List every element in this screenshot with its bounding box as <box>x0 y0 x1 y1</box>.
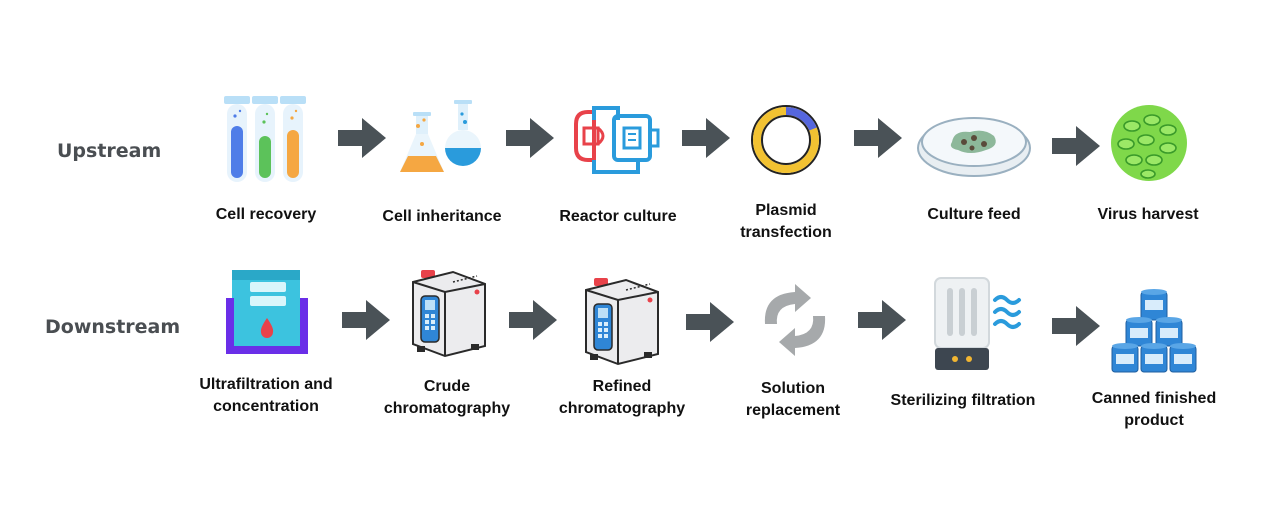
flow-arrow <box>509 300 557 340</box>
petri-dish-icon <box>917 117 1031 177</box>
ultrafiltration-icon <box>226 270 308 354</box>
exchange-arrows-icon <box>764 284 826 356</box>
step-label: Ultrafiltration and concentration <box>199 376 333 415</box>
step-label: Virus harvest <box>1097 206 1199 223</box>
flasks-icon <box>400 100 481 172</box>
flow-arrow <box>1052 306 1100 346</box>
stacked-cans-icon <box>1111 289 1197 373</box>
flow-arrow <box>686 302 734 342</box>
bioreactor-icon <box>574 106 660 174</box>
step-label: Cell inheritance <box>382 208 502 225</box>
flow-arrow <box>682 118 730 158</box>
flow-arrow <box>338 118 386 158</box>
step-label: Crude chromatography <box>383 378 511 417</box>
flow-arrow <box>506 118 554 158</box>
chromatography-machine-icon <box>585 278 659 366</box>
step-label: Refined chromatography <box>558 378 686 417</box>
step-label: Sterilizing filtration <box>890 392 1036 409</box>
step-label: Cell recovery <box>215 206 317 223</box>
step-label: Solution replacement <box>745 380 841 419</box>
flow-arrow <box>342 300 390 340</box>
sterile-filter-icon <box>934 277 1021 370</box>
flow-arrow <box>854 118 902 158</box>
upstream-label: Upstream <box>57 140 162 162</box>
downstream-label: Downstream <box>45 316 181 338</box>
chromatography-machine-icon <box>412 270 486 358</box>
virus-cluster-icon <box>1111 105 1187 181</box>
step-label: Culture feed <box>927 206 1021 223</box>
flow-arrow <box>858 300 906 340</box>
test-tubes-icon <box>224 96 306 182</box>
plasmid-ring-icon <box>751 105 821 175</box>
step-label: Plasmid transfection <box>740 202 832 241</box>
step-label: Reactor culture <box>559 208 677 225</box>
flow-arrow <box>1052 126 1100 166</box>
step-label: Canned finished product <box>1091 390 1217 429</box>
